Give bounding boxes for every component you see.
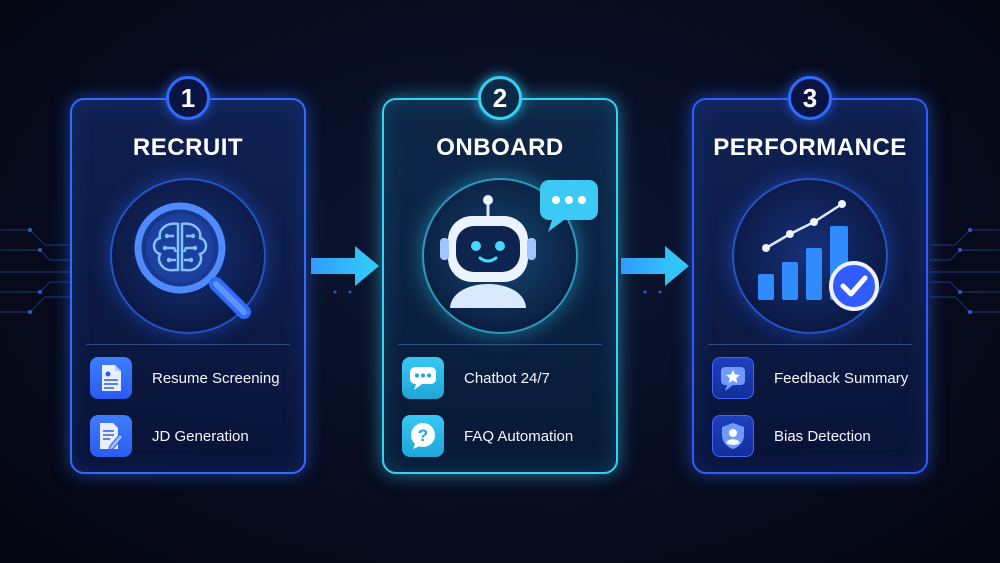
robot-chat-icon	[422, 178, 598, 334]
svg-text:?: ?	[418, 426, 428, 445]
step-card-recruit: 1 RECRUIT Resume Scr	[70, 76, 306, 474]
step-number-badge: 1	[166, 76, 210, 120]
feature-item-faq-automation: ? FAQ Automation	[402, 414, 606, 458]
question-bubble-icon: ?	[402, 415, 444, 457]
feature-item-chatbot: Chatbot 24/7	[402, 356, 606, 400]
step-number-badge: 2	[478, 76, 522, 120]
flow-arrow-icon	[311, 246, 379, 286]
feature-label: JD Generation	[152, 427, 249, 445]
growth-chart-check-icon	[732, 178, 888, 334]
feature-label: Feedback Summary	[774, 369, 909, 387]
card-divider	[86, 344, 290, 345]
feature-label: Bias Detection	[774, 427, 871, 445]
flow-arrow-icon	[621, 246, 689, 286]
card-divider	[398, 344, 602, 345]
step-title: RECRUIT	[132, 134, 244, 161]
document-icon	[90, 357, 132, 399]
star-feedback-icon	[712, 357, 754, 399]
step-title: PERFORMANCE	[713, 134, 907, 161]
feature-item-resume-screening: Resume Screening	[90, 356, 294, 400]
shield-person-icon	[712, 415, 754, 457]
feature-label: Chatbot 24/7	[464, 369, 550, 387]
card-divider	[708, 344, 912, 345]
feature-label: Resume Screening	[152, 369, 280, 387]
chat-bubble-icon	[402, 357, 444, 399]
document-edit-icon	[90, 415, 132, 457]
step-title: ONBOARD	[436, 134, 564, 161]
feature-item-bias-detection: Bias Detection	[712, 414, 916, 458]
step-card-onboard: 2 ONBOARD Chatbot 24/7	[382, 76, 618, 474]
feature-item-jd-generation: JD Generation	[90, 414, 294, 458]
feature-item-feedback-summary: Feedback Summary	[712, 356, 916, 400]
step-number-badge: 3	[788, 76, 832, 120]
brain-magnifier-icon	[110, 178, 266, 334]
step-card-performance: 3 PERFORMANCE Feedback Summary	[692, 76, 928, 474]
feature-label: FAQ Automation	[464, 427, 574, 445]
